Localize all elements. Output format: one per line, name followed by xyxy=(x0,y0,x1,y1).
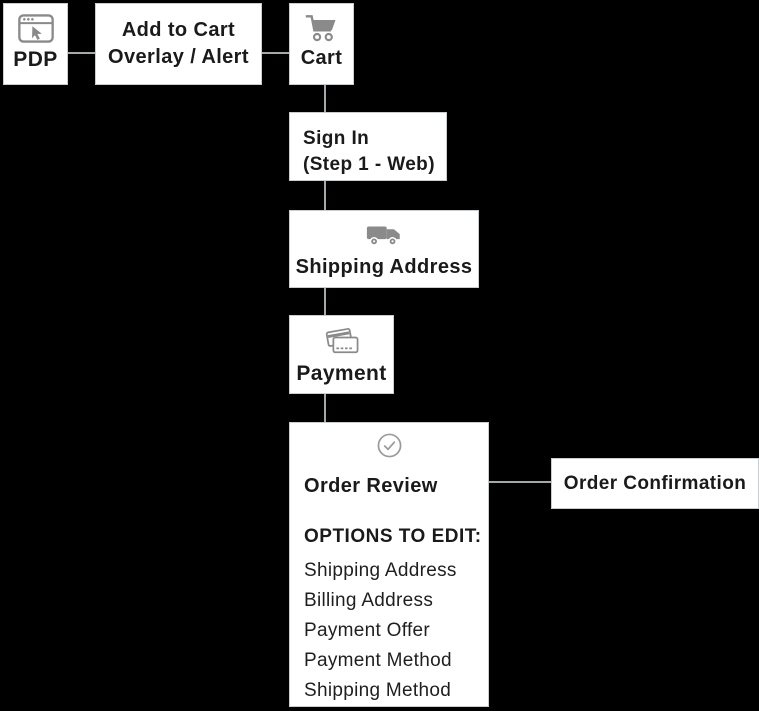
credit-card-icon xyxy=(290,327,393,355)
connector-signin-to-shipping xyxy=(324,181,326,210)
options-to-edit-list: Shipping Address Billing Address Payment… xyxy=(304,556,488,706)
shopping-cart-icon xyxy=(290,13,353,44)
options-to-edit-heading: OPTIONS TO EDIT: xyxy=(304,526,482,547)
delivery-truck-icon xyxy=(290,222,478,249)
connector-shipping-to-payment xyxy=(324,288,326,315)
shipping-address-label: Shipping Address xyxy=(295,256,473,278)
flow-node-pdp: PDP xyxy=(3,3,68,85)
flow-node-order-confirmation: Order Confirmation xyxy=(551,458,759,509)
connector-cart-to-signin xyxy=(324,85,326,112)
flow-node-cart: Cart xyxy=(289,3,354,85)
order-confirmation-label: Order Confirmation xyxy=(563,472,747,494)
connector-payment-to-orderreview xyxy=(324,394,326,422)
flow-node-add-to-cart-overlay: Add to Cart Overlay / Alert xyxy=(95,3,262,85)
sign-in-label: Sign In (Step 1 - Web) xyxy=(303,128,435,175)
connector-addtocart-to-cart xyxy=(262,52,289,54)
pdp-label: PDP xyxy=(13,48,58,71)
list-item: Payment Method xyxy=(304,650,452,671)
flow-node-order-review: Order Review OPTIONS TO EDIT: Shipping A… xyxy=(289,422,489,707)
cart-label: Cart xyxy=(300,47,343,69)
add-to-cart-label: Add to Cart Overlay / Alert xyxy=(108,19,249,68)
payment-label: Payment xyxy=(296,362,387,385)
list-item: Payment Offer xyxy=(304,620,431,641)
flow-node-sign-in: Sign In (Step 1 - Web) xyxy=(289,112,447,181)
flow-node-shipping-address: Shipping Address xyxy=(289,210,479,288)
browser-cursor-icon xyxy=(4,14,67,43)
list-item: Billing Address xyxy=(304,590,434,611)
list-item: Shipping Address xyxy=(304,560,457,581)
connector-orderreview-to-confirmation xyxy=(489,481,551,483)
flow-node-payment: Payment xyxy=(289,315,394,394)
order-review-title: Order Review xyxy=(304,475,438,497)
list-item: Shipping Method xyxy=(304,680,452,701)
check-circle-icon xyxy=(290,433,488,458)
connector-pdp-to-addtocart xyxy=(68,52,95,54)
